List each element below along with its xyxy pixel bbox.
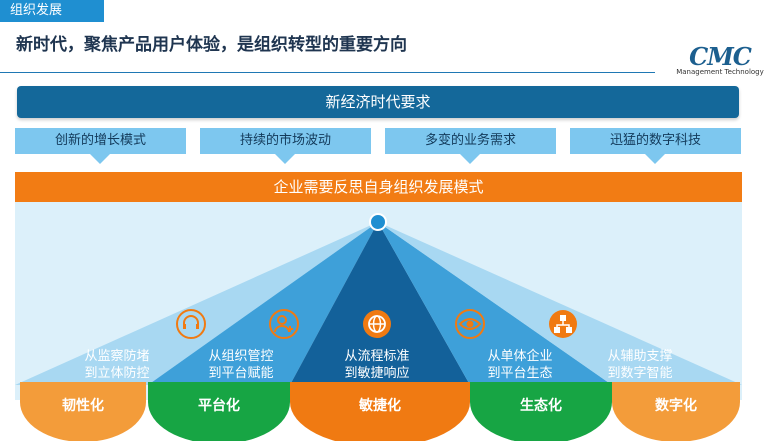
trend-label: 多变的业务需求: [424, 133, 516, 148]
caption-line: 到平台生态: [487, 366, 553, 381]
trend-arrow-shape: [200, 128, 371, 164]
caption-line: 到数字智能: [607, 366, 673, 381]
pill-ecosystem: [470, 382, 612, 441]
trend-box-3: 多变的业务需求: [385, 128, 556, 164]
trend-box-2: 持续的市场波动: [200, 128, 371, 164]
eye-icon: [455, 309, 485, 339]
pill-resilience: [20, 382, 146, 441]
caption-line: 到立体防控: [84, 366, 150, 381]
caption-line: 从辅助支撑: [607, 349, 673, 364]
sector-caption-1: 从监察防堵 到立体防控: [62, 348, 172, 382]
headset-icon: [176, 309, 206, 339]
caption-line: 从监察防堵: [84, 349, 150, 364]
sector-caption-3: 从流程标准 到敏捷响应: [322, 348, 432, 382]
fan-sector-2: [148, 222, 378, 385]
sector-caption-4: 从单体企业 到平台生态: [465, 348, 575, 382]
trend-arrow-shape: [15, 128, 186, 164]
sector-caption-5: 从辅助支撑 到数字智能: [585, 348, 695, 382]
section-tag: 组织发展: [0, 0, 104, 22]
label-ecosystem: 生态化: [520, 398, 562, 414]
caption-line: 从流程标准: [344, 349, 410, 364]
sector-caption-2: 从组织管控 到平台赋能: [186, 348, 296, 382]
label-digital: 数字化: [655, 398, 697, 414]
pill-agile: [290, 382, 470, 441]
fan-origin-dot: [369, 213, 387, 231]
trend-label: 持续的市场波动: [239, 133, 331, 148]
fan-sector-3: [290, 222, 470, 385]
trend-label: 创新的增长模式: [54, 133, 146, 148]
add-user-icon: [269, 309, 299, 339]
pill-platform: [148, 382, 290, 441]
trend-label: 迅猛的数字科技: [609, 133, 701, 148]
trend-arrow-shape: [385, 128, 556, 164]
logo-mark: CMC: [689, 42, 752, 71]
header-divider: [0, 72, 655, 73]
page-title: 新时代，聚焦产品用户体验，是组织转型的重要方向: [16, 35, 407, 55]
trend-arrow-shape: [570, 128, 741, 164]
pill-digital: [612, 382, 740, 441]
label-platform: 平台化: [198, 398, 240, 414]
label-resilience: 韧性化: [62, 398, 104, 414]
logo-subtitle: Management Technology: [676, 68, 764, 76]
trend-box-4: 迅猛的数字科技: [570, 128, 741, 164]
fan-sector-5: [378, 222, 742, 385]
globe-icon: [363, 310, 391, 338]
trend-box-1: 创新的增长模式: [15, 128, 186, 164]
caption-line: 到敏捷响应: [344, 366, 410, 381]
fan-sector-1: [15, 222, 378, 385]
orange-banner: 企业需要反思自身组织发展模式: [15, 172, 742, 202]
caption-line: 从单体企业: [487, 349, 553, 364]
caption-line: 到平台赋能: [208, 366, 274, 381]
caption-line: 从组织管控: [208, 349, 274, 364]
label-agile: 敏捷化: [359, 398, 401, 414]
network-icon: [549, 310, 577, 338]
era-banner: 新经济时代要求: [17, 86, 739, 118]
company-logo: CMC Management Technology: [676, 42, 764, 78]
fan-diagram: [15, 202, 742, 441]
